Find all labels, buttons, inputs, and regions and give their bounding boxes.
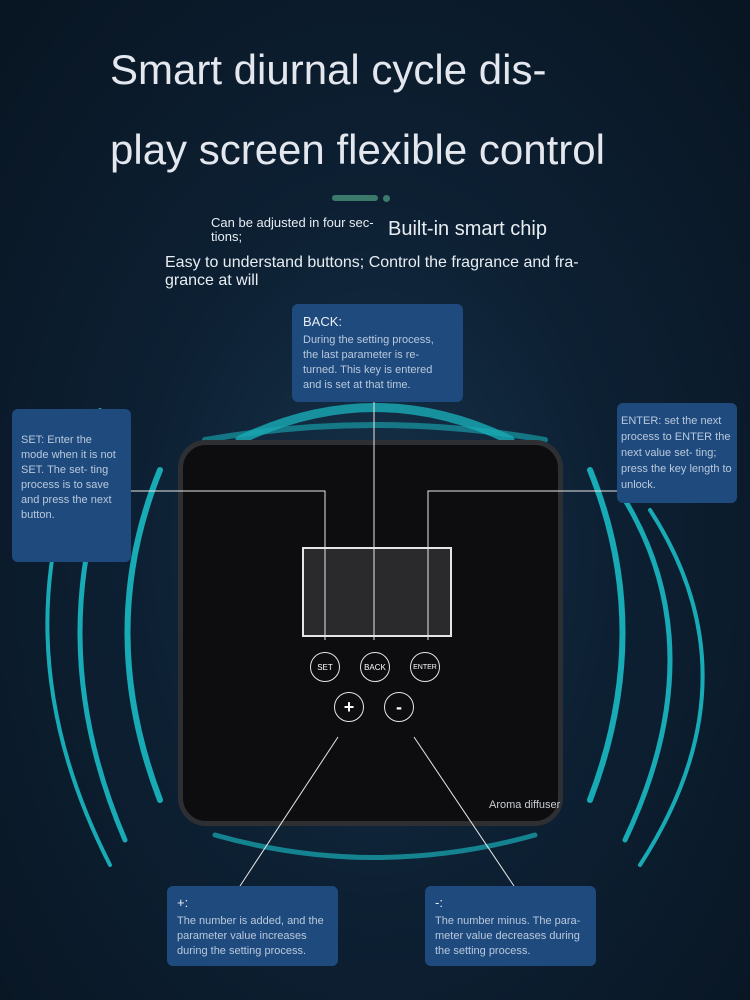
callout-set-text: SET: Enter the mode when it is not SET. … (21, 434, 116, 521)
ring-arc-bottom-1 (212, 832, 538, 860)
callout-enter-text: ENTER: set the next process to ENTER the… (621, 415, 732, 491)
feature-buttons: Easy to understand buttons; Control the … (165, 254, 579, 289)
page-title: Smart diurnal cycle dis- play screen fle… (110, 30, 670, 190)
title-line-2: play screen flexible control (110, 126, 605, 173)
feature-adjustable: Can be adjusted in four sec- tions; (211, 215, 374, 244)
callout-back-text: During the setting process, the last par… (303, 334, 434, 391)
callout-plus-title: +: (177, 895, 189, 910)
callout-minus: -: The number minus. The para- meter val… (425, 886, 596, 966)
display-screen (302, 547, 452, 637)
ring-arc-top-inner (202, 422, 548, 443)
title-line-1: Smart diurnal cycle dis- (110, 46, 547, 93)
accent-dot (383, 195, 390, 202)
ring-arc-right-1 (587, 467, 626, 803)
callout-back-title: BACK: (303, 314, 343, 329)
callout-minus-text: The number minus. The para- meter value … (435, 915, 581, 957)
ring-arc-top-outer (235, 403, 515, 445)
set-button[interactable]: SET (310, 652, 340, 682)
callout-back: BACK: During the setting process, the la… (292, 304, 463, 402)
callout-plus-text: The number is added, and the parameter v… (177, 915, 324, 957)
back-button[interactable]: BACK (360, 652, 390, 682)
enter-button[interactable]: ENTER (410, 652, 440, 682)
accent-divider (332, 195, 378, 201)
brand-label: Aroma diffuser (489, 799, 561, 811)
ring-arc-left-1 (124, 467, 163, 803)
callout-plus: +: The number is added, and the paramete… (167, 886, 338, 966)
callout-enter: ENTER: set the next process to ENTER the… (617, 403, 737, 503)
feature-smart-chip: Built-in smart chip (388, 218, 547, 240)
ring-arc-right-3 (638, 508, 705, 867)
callout-set: SET: Enter the mode when it is not SET. … (12, 409, 131, 562)
plus-button[interactable]: + (334, 692, 364, 722)
ring-arc-right-2 (622, 497, 673, 843)
callout-minus-title: -: (435, 895, 443, 910)
minus-button[interactable]: - (384, 692, 414, 722)
